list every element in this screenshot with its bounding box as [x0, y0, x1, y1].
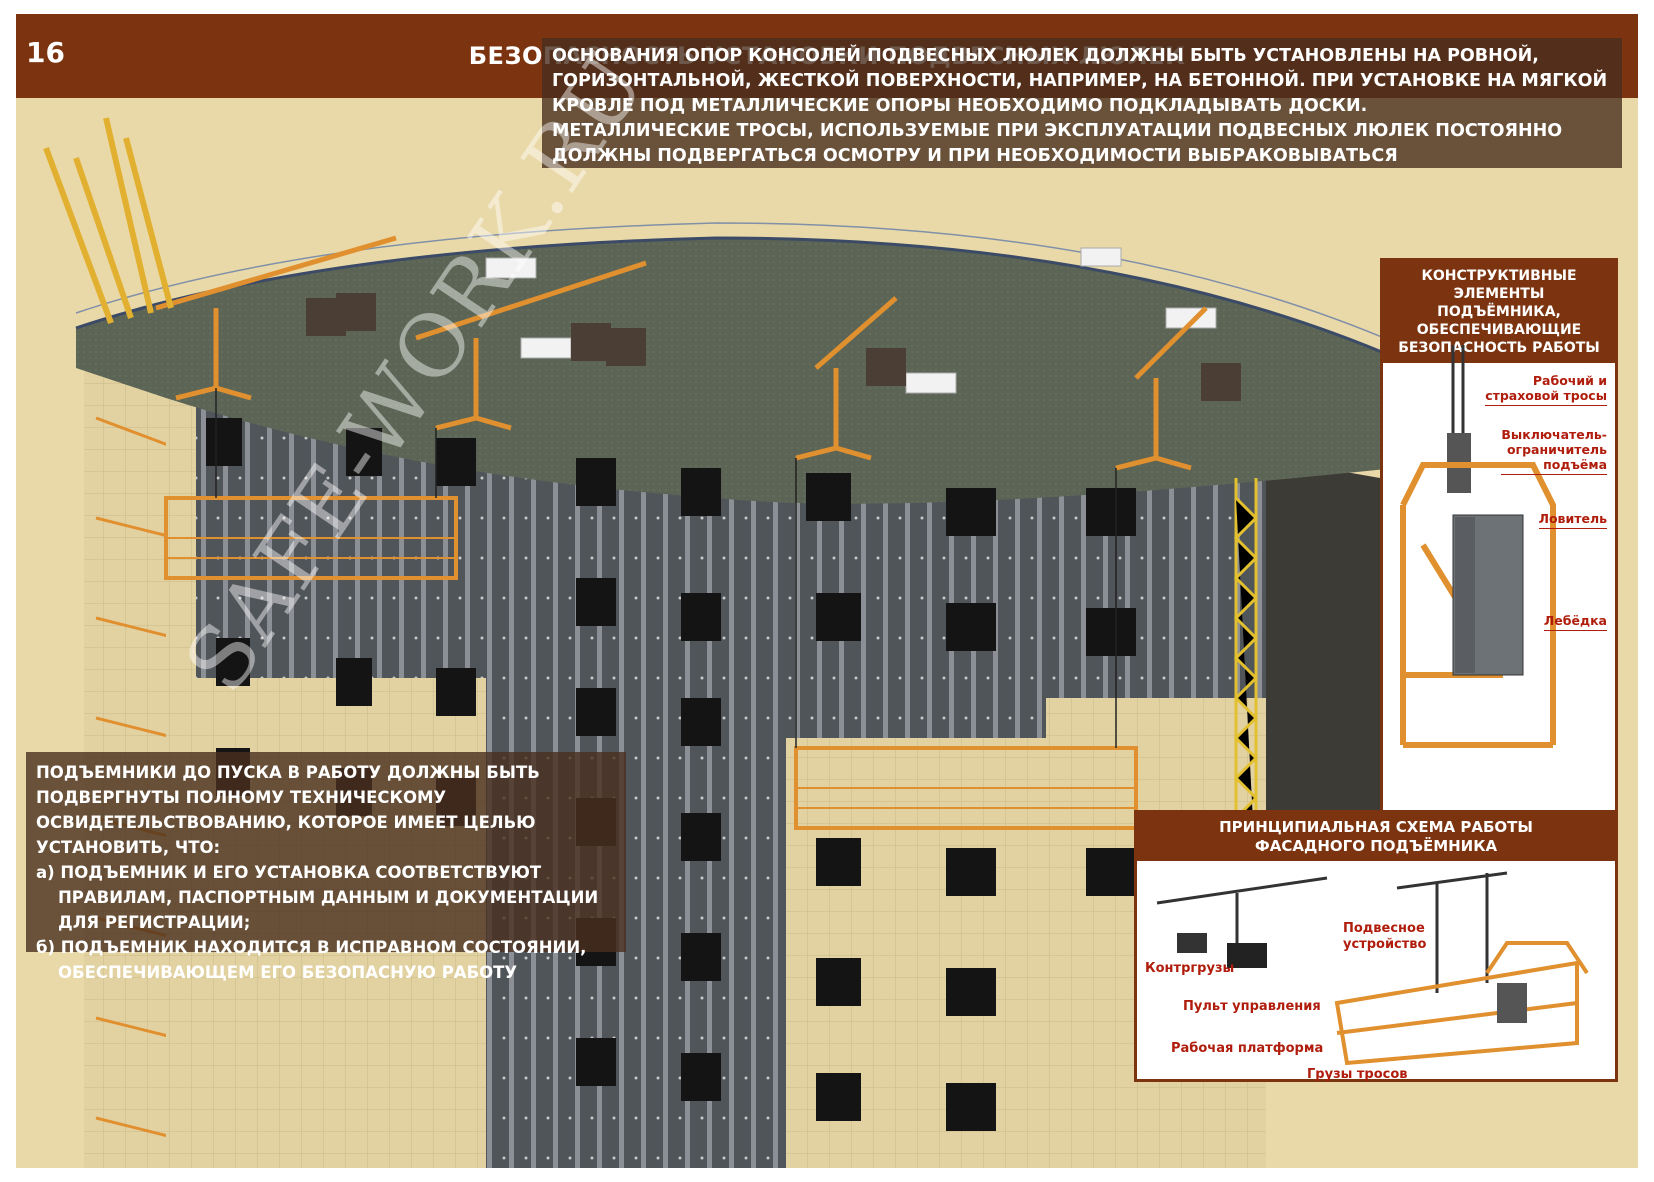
page-number: 16 — [26, 36, 65, 69]
consoles — [155, 235, 1208, 471]
label-control-panel: Пульт управления — [1183, 999, 1321, 1014]
safety-elements-panel: КОНСТРУКТИВНЫЕ ЭЛЕМЕНТЫ ПОДЪЁМНИКА, ОБЕС… — [1380, 258, 1618, 828]
cradle-upper-left — [164, 496, 458, 580]
label-line: устройство — [1343, 937, 1427, 952]
roof — [76, 238, 1396, 504]
callout-line: Рабочий и — [1532, 373, 1607, 388]
callout-line: подъёма — [1543, 457, 1607, 472]
cradle-closeup-svg — [1400, 345, 1556, 748]
callout-limit-switch: Выключатель- ограничитель подъёма — [1501, 427, 1607, 475]
notice-line: МЕТАЛЛИЧЕСКИЕ ТРОСЫ, ИСПОЛЬЗУЕМЫЕ ПРИ ЭК… — [552, 121, 1563, 141]
notice-line: ПОДВЕРГНУТЫ ПОЛНОМУ ТЕХНИЧЕСКОМУ — [36, 788, 447, 807]
notice-line: ОСВИДЕТЕЛЬСТВОВАНИЮ, КОТОРОЕ ИМЕЕТ ЦЕЛЬЮ — [36, 813, 536, 832]
label-suspension: Подвесное устройство — [1343, 921, 1426, 953]
notice-line: ГОРИЗОНТАЛЬНОЙ, ЖЕСТКОЙ ПОВЕРХНОСТИ, НАП… — [552, 71, 1608, 91]
cradle-middle — [794, 746, 1138, 830]
notice-line: ПОДЪЕМНИКИ ДО ПУСКА В РАБОТУ ДОЛЖНЫ БЫТЬ — [36, 763, 540, 782]
callout-line: страховой тросы — [1485, 388, 1607, 403]
label-platform: Рабочая платформа — [1171, 1041, 1324, 1056]
roof-cranes — [43, 117, 174, 325]
top-safety-notice: ОСНОВАНИЯ ОПОР КОНСОЛЕЙ ПОДВЕСНЫХ ЛЮЛЕК … — [542, 38, 1622, 168]
notice-line: ОБЕСПЕЧИВАЮЩЕМ ЕГО БЕЗОПАСНУЮ РАБОТУ — [58, 963, 518, 982]
poster: 16 БЕЗОПАСНОСТЬ УСТАНОВКИ ПОДВЕСНЫХ ЛЮЛЕ… — [16, 14, 1638, 1168]
windows — [206, 418, 1136, 1131]
notice-line: ПРАВИЛАМ, ПАСПОРТНЫМ ДАННЫМ И ДОКУМЕНТАЦ… — [58, 888, 599, 907]
label-counterweights: Контргрузы — [1145, 961, 1235, 976]
counterweights-roof — [306, 293, 1241, 401]
building-illustration — [16, 98, 1638, 1168]
label-rope-weights: Грузы тросов — [1307, 1067, 1408, 1082]
callout-line: Выключатель- — [1501, 427, 1607, 442]
notice-line: КРОВЛЕ ПОД МЕТАЛЛИЧЕСКИЕ ОПОРЫ НЕОБХОДИМ… — [552, 96, 1368, 116]
operation-scheme-panel: ПРИНЦИПИАЛЬНАЯ СХЕМА РАБОТЫ ФАСАДНОГО ПО… — [1134, 810, 1618, 1082]
title-line: ПРИНЦИПИАЛЬНАЯ СХЕМА РАБОТЫ — [1219, 818, 1533, 836]
title-line: ФАСАДНОГО ПОДЪЁМНИКА — [1254, 837, 1498, 855]
callout-line: ограничитель — [1506, 442, 1607, 457]
safety-elements-title: КОНСТРУКТИВНЫЕ ЭЛЕМЕНТЫ ПОДЪЁМНИКА, ОБЕС… — [1383, 261, 1615, 363]
label-line: Подвесное — [1343, 921, 1425, 936]
ropes — [215, 388, 1117, 748]
callout-ropes: Рабочий и страховой тросы — [1485, 373, 1607, 406]
title-line: КОНСТРУКТИВНЫЕ ЭЛЕМЕНТЫ — [1421, 268, 1577, 302]
title-line: ОБЕСПЕЧИВАЮЩИЕ — [1416, 322, 1582, 338]
building-svg — [43, 117, 1397, 1168]
notice-line: УСТАНОВИТЬ, ЧТО: — [36, 838, 221, 857]
title-line: БЕЗОПАСНОСТЬ РАБОТЫ — [1398, 340, 1600, 356]
notice-line: ОСНОВАНИЯ ОПОР КОНСОЛЕЙ ПОДВЕСНЫХ ЛЮЛЕК … — [552, 46, 1539, 66]
scheme-svg — [1156, 871, 1589, 1066]
callout-line: Ловитель — [1538, 511, 1607, 526]
notice-line: ДЛЯ РЕГИСТРАЦИИ; — [58, 913, 251, 932]
insulated-facade — [196, 378, 1296, 1168]
callout-catcher: Ловитель — [1538, 511, 1607, 529]
bottom-inspection-notice: ПОДЪЕМНИКИ ДО ПУСКА В РАБОТУ ДОЛЖНЫ БЫТЬ… — [26, 752, 626, 982]
notice-line: а) ПОДЪЕМНИК И ЕГО УСТАНОВКА СООТВЕТСТВУ… — [36, 863, 542, 882]
notice-line: ДОЛЖНЫ ПОДВЕРГАТЬСЯ ОСМОТРУ И ПРИ НЕОБХО… — [552, 146, 1398, 166]
title-line: ПОДЪЁМНИКА, — [1437, 304, 1561, 320]
operation-scheme-title: ПРИНЦИПИАЛЬНАЯ СХЕМА РАБОТЫ ФАСАДНОГО ПО… — [1137, 813, 1615, 861]
callout-line: Лебёдка — [1543, 613, 1607, 628]
roof-vents — [485, 247, 1217, 394]
callout-winch: Лебёдка — [1543, 613, 1607, 631]
roof-railing — [75, 236, 1397, 360]
notice-line: б) ПОДЪЕМНИК НАХОДИТСЯ В ИСПРАВНОМ СОСТО… — [36, 938, 587, 957]
